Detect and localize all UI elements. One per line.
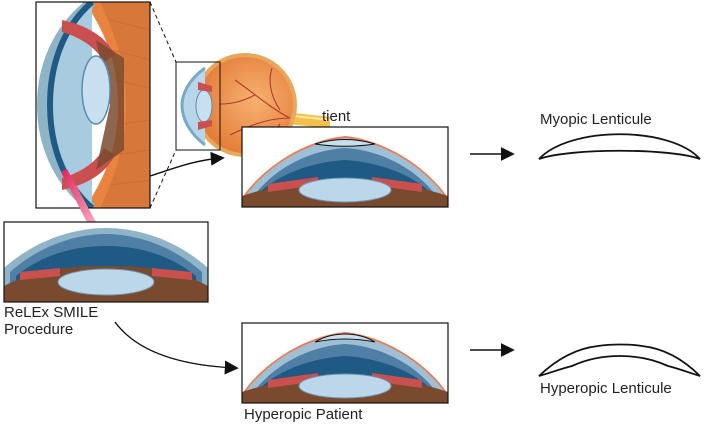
zoomed-eye-panel — [35, 1, 151, 209]
hyperopic-patient-label: Hyperopic Patient — [244, 406, 363, 423]
procedure-label-line1: ReLEx SMILE — [4, 304, 99, 321]
arrow-to-hyperopic-panel — [114, 321, 239, 375]
myopic-lenticule-label: Myopic Lenticule — [540, 111, 652, 128]
arrow-to-myopic-panel — [149, 151, 225, 177]
procedure-label-line2: Procedure — [4, 321, 74, 338]
procedure-panel — [3, 221, 209, 303]
myopic-patient-label: tient — [322, 108, 351, 125]
myopic-patient-panel — [241, 126, 449, 208]
laser-beam — [61, 169, 96, 224]
hyperopic-lenticule-shape — [538, 343, 701, 377]
myopic-lenticule-shape — [538, 133, 701, 160]
zoom-connector-lines — [149, 1, 177, 209]
hyperopic-lenticule-label: Hyperopic Lenticule — [540, 380, 672, 397]
hyperopic-patient-panel — [241, 322, 449, 404]
